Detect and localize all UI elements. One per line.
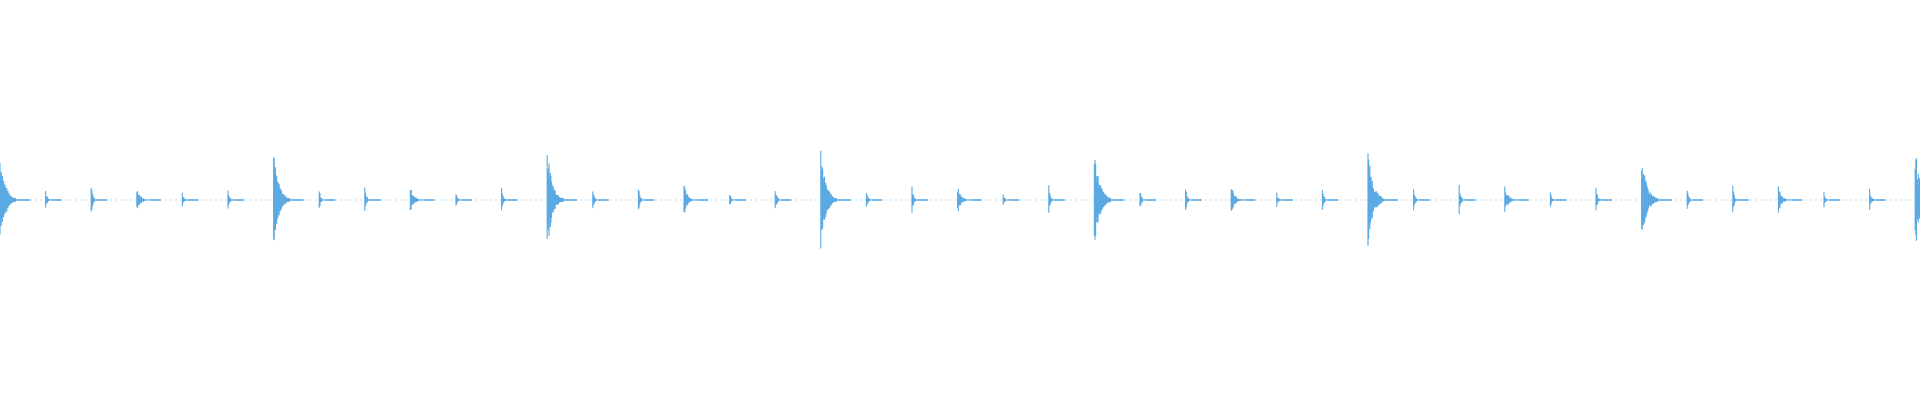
- snare-transient: [1777, 186, 1803, 213]
- tick-transient: [1549, 192, 1567, 207]
- tick-transient: [1321, 189, 1339, 210]
- tick-transient: [455, 194, 472, 206]
- tick-transient: [911, 186, 928, 213]
- tick-transient: [865, 192, 883, 207]
- tick-transient: [1458, 184, 1476, 214]
- tick-transient: [45, 190, 62, 208]
- snare-transient: [683, 185, 708, 213]
- tick-transient: [90, 187, 108, 212]
- snare-transient: [1230, 189, 1256, 211]
- tick-transient: [637, 189, 655, 210]
- tick-transient: [227, 190, 244, 209]
- tick-transient: [1276, 192, 1293, 207]
- kick-transient: [1641, 167, 1672, 230]
- kick-transient: [820, 150, 851, 249]
- tick-transient: [1002, 194, 1020, 205]
- tick-transient: [318, 191, 336, 208]
- tick-transient: [1048, 185, 1065, 213]
- snare-transient: [957, 189, 982, 211]
- kick-transient: [1093, 160, 1125, 240]
- snare-transient: [136, 190, 161, 209]
- tick-transient: [501, 188, 518, 211]
- tick-transient: [1823, 192, 1840, 208]
- tick-transient: [592, 191, 609, 209]
- snare-transient: [409, 189, 435, 211]
- tick-transient: [774, 191, 792, 209]
- tick-transient: [1413, 189, 1430, 211]
- tick-transient: [1732, 185, 1749, 213]
- kick-transient: [273, 157, 304, 241]
- tick-transient: [1139, 192, 1156, 207]
- tick-transient: [1595, 187, 1612, 211]
- kick-transient: [1367, 153, 1398, 246]
- snare-transient: [1504, 186, 1529, 212]
- kick-transient: [546, 155, 578, 239]
- tick-transient: [729, 195, 746, 205]
- tick-transient: [1686, 190, 1704, 209]
- kick-transient: [1914, 158, 1920, 241]
- kick-transient: [0, 163, 30, 235]
- tick-transient: [1869, 188, 1886, 210]
- tick-transient: [1185, 189, 1202, 210]
- tick-transient: [181, 192, 199, 207]
- tick-transient: [364, 187, 381, 211]
